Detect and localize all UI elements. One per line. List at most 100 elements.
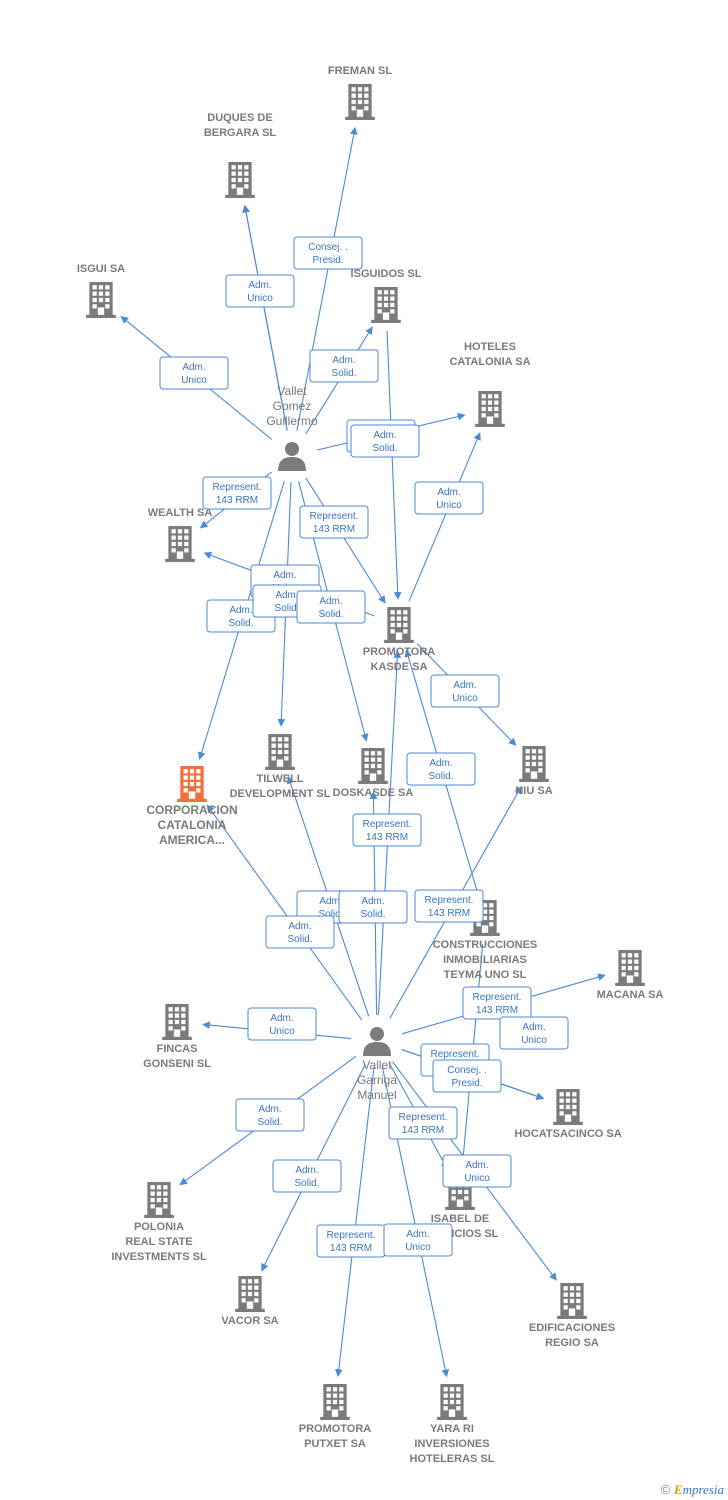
node-isgui[interactable]: ISGUI SA: [77, 263, 125, 318]
node-label: VACOR SA: [221, 1315, 278, 1327]
building-icon: [320, 1384, 350, 1420]
edge-label-manuel-putxet[interactable]: Represent.143 RRM: [316, 1224, 386, 1258]
edge-label-text: Represent.: [363, 819, 412, 830]
edge-label-text: Adm.: [437, 487, 460, 498]
node-label: KASDE SA: [371, 661, 428, 673]
edge-label-text: 143 RRM: [366, 832, 408, 843]
edge-label-manuel-kasde[interactable]: Represent. 143 RRM: [352, 813, 422, 847]
edge-label-text: Unico: [181, 375, 207, 386]
node-label: ISGUI SA: [77, 263, 125, 275]
edge-label-manuel-hocat[interactable]: Adm.Unico: [499, 1016, 569, 1050]
edge-label-manuel-isabel[interactable]: Represent.143 RRM: [388, 1106, 458, 1140]
edge-label-text: Solid.: [257, 1117, 282, 1128]
edge-label-manuel-vacor[interactable]: Adm.Solid.: [272, 1159, 342, 1193]
edge-label-text: Solid.: [318, 909, 343, 920]
edge-kasde-hoteles: [408, 432, 481, 602]
main-company-building-icon: [177, 766, 207, 802]
edge-label-text: Adm.: [453, 680, 476, 691]
node-duques[interactable]: DUQUES DE BERGARA SL: [204, 112, 277, 198]
edge-label-text: Consej. .: [308, 242, 347, 253]
node-freman[interactable]: FREMAN SL: [328, 65, 392, 120]
edge-label-guillermo-duques[interactable]: Consej. . Presid.: [293, 236, 363, 270]
edge-label-manuel-yara[interactable]: Adm.Unico: [383, 1223, 453, 1257]
edge-guillermo-kasde: [305, 477, 386, 604]
edge-label-text: Adm.: [319, 896, 342, 907]
node-hocat[interactable]: HOCATSACINCO SA: [514, 1089, 622, 1140]
edge-label-guillermo-kasde[interactable]: Represent.143 RRM: [299, 505, 369, 539]
node-niu[interactable]: NIU SA: [515, 746, 553, 797]
node-label: WEALTH SA: [148, 507, 213, 519]
edge-label-text: 143 RRM: [402, 1125, 444, 1136]
node-doskasde[interactable]: DOSKASDE SA: [333, 748, 414, 799]
edge-manuel-putxet: [334, 1066, 375, 1377]
node-isguidos[interactable]: ISGUIDOS SL: [351, 268, 422, 323]
edge-label-guillermo-isgui[interactable]: Adm.Unico: [159, 356, 229, 390]
edge-label-guillermo-isguidos[interactable]: Adm.Solid.: [309, 349, 379, 383]
edge-label-text: Unico: [436, 500, 462, 511]
edge-label-kasde-niu[interactable]: Adm.Unico: [430, 674, 500, 708]
edge-label-text: Unico: [269, 1026, 295, 1037]
edge-label-kasde-hoteles[interactable]: Adm. Unico: [414, 481, 484, 515]
edge-label-teyma-isabel[interactable]: Consej. .Presid.: [432, 1059, 502, 1093]
edge-label-text: Solid.: [318, 609, 343, 620]
edge-label-manuel-fincas[interactable]: Adm.Unico: [247, 1007, 317, 1041]
building-icon: [225, 162, 255, 198]
node-corporacion[interactable]: CORPORACIONCATALONIAAMERICA...: [146, 766, 238, 847]
edge-label-text: Presid.: [312, 255, 343, 266]
edge-label-text: Consej. .: [447, 1065, 486, 1076]
node-label: INMOBILIARIAS: [443, 954, 527, 966]
edge-guillermo-freman: [296, 126, 358, 431]
node-vacor[interactable]: VACOR SA: [221, 1276, 279, 1327]
edge-label-guillermo-doskasde[interactable]: Adm.Solid.: [296, 590, 366, 624]
node-label: CATALONIA: [158, 818, 227, 832]
node-label: INVESTMENTS SL: [111, 1251, 207, 1263]
edge-label-text: Solid.: [294, 1178, 319, 1189]
edge-isguidos-kasde: [386, 330, 402, 600]
building-icon: [345, 84, 375, 120]
edge-label-text: Unico: [247, 293, 273, 304]
edge-label-text: Represent.: [213, 482, 262, 493]
edge-label-text: Adm.: [273, 570, 296, 581]
node-label: HOTELERAS SL: [410, 1453, 495, 1465]
node-label: BERGARA SL: [204, 127, 277, 139]
edge-label-manuel-edificaciones[interactable]: Adm.Unico: [442, 1154, 512, 1188]
building-icon: [86, 282, 116, 318]
node-label: HOCATSACINCO SA: [514, 1128, 621, 1140]
node-wealth[interactable]: WEALTH SA: [148, 507, 213, 562]
edge-label-manuel-macana[interactable]: Represent.143 RRM: [462, 986, 532, 1020]
node-label: Manuel: [357, 1088, 396, 1102]
building-icon: [557, 1283, 587, 1319]
building-icon: [235, 1276, 265, 1312]
node-macana[interactable]: MACANA SA: [597, 950, 664, 1001]
node-label: DUQUES DE: [207, 112, 272, 124]
node-label: ISGUIDOS SL: [351, 268, 422, 280]
edge-label-guillermo-freman[interactable]: Adm.Unico: [225, 274, 295, 308]
person-icon: [278, 442, 306, 471]
node-label: NIU SA: [515, 785, 552, 797]
empresia-logo[interactable]: Empresia: [673, 1482, 724, 1497]
edge-label-manuel-doskasde[interactable]: Adm.Solid.: [338, 890, 408, 924]
node-label: Guillermo: [266, 414, 318, 428]
edge-label-manuel-corporacion[interactable]: Adm.Solid.: [265, 915, 335, 949]
edge-label-guillermo-wealth[interactable]: Represent.143 RRM: [202, 476, 272, 510]
edge-label-manuel-polonia[interactable]: Adm.Solid.: [235, 1098, 305, 1132]
node-label: MACANA SA: [597, 989, 664, 1001]
node-label: HOTELES: [464, 341, 516, 353]
edge-label-manuel-niu[interactable]: Represent.143 RRM: [414, 889, 484, 923]
edge-label-text: Adm.: [275, 590, 298, 601]
edge-label-text: Represent.: [327, 1230, 376, 1241]
edge-label-teyma-kasde[interactable]: Adm.Solid.: [406, 752, 476, 786]
edge-label-text: Represent.: [431, 1049, 480, 1060]
edge-label-isguidos-kasde[interactable]: Adm.Solid.: [350, 424, 420, 458]
